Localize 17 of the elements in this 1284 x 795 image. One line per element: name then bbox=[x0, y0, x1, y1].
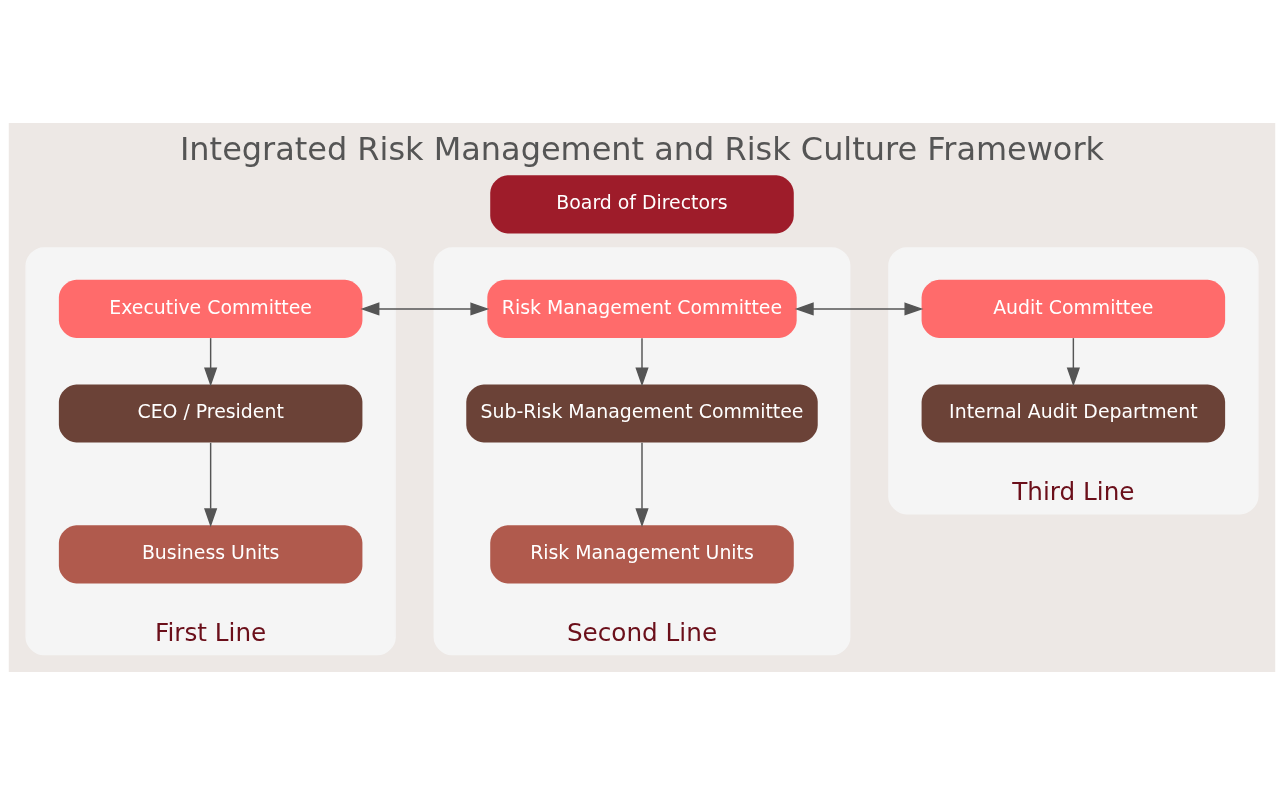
arrow bbox=[794, 302, 924, 316]
node-box: CEO / President bbox=[58, 384, 363, 443]
node-box: Audit Committee bbox=[921, 279, 1226, 338]
arrow bbox=[1066, 337, 1080, 387]
arrow bbox=[204, 337, 218, 387]
arrow bbox=[635, 337, 649, 387]
node-box: Executive Committee bbox=[58, 279, 363, 338]
arrow bbox=[204, 442, 218, 528]
node-box: Risk Management Committee bbox=[487, 279, 797, 338]
node-box: Internal Audit Department bbox=[921, 384, 1226, 443]
diagram-title: Integrated Risk Management and Risk Culture Framework bbox=[179, 130, 1105, 169]
arrow bbox=[635, 442, 649, 528]
node-box: Risk Management Units bbox=[490, 525, 794, 584]
node-box: Sub-Risk Management Committee bbox=[466, 384, 818, 443]
node-box: Business Units bbox=[58, 525, 363, 584]
node-box: Board of Directors bbox=[490, 175, 794, 234]
arrow bbox=[360, 302, 490, 316]
